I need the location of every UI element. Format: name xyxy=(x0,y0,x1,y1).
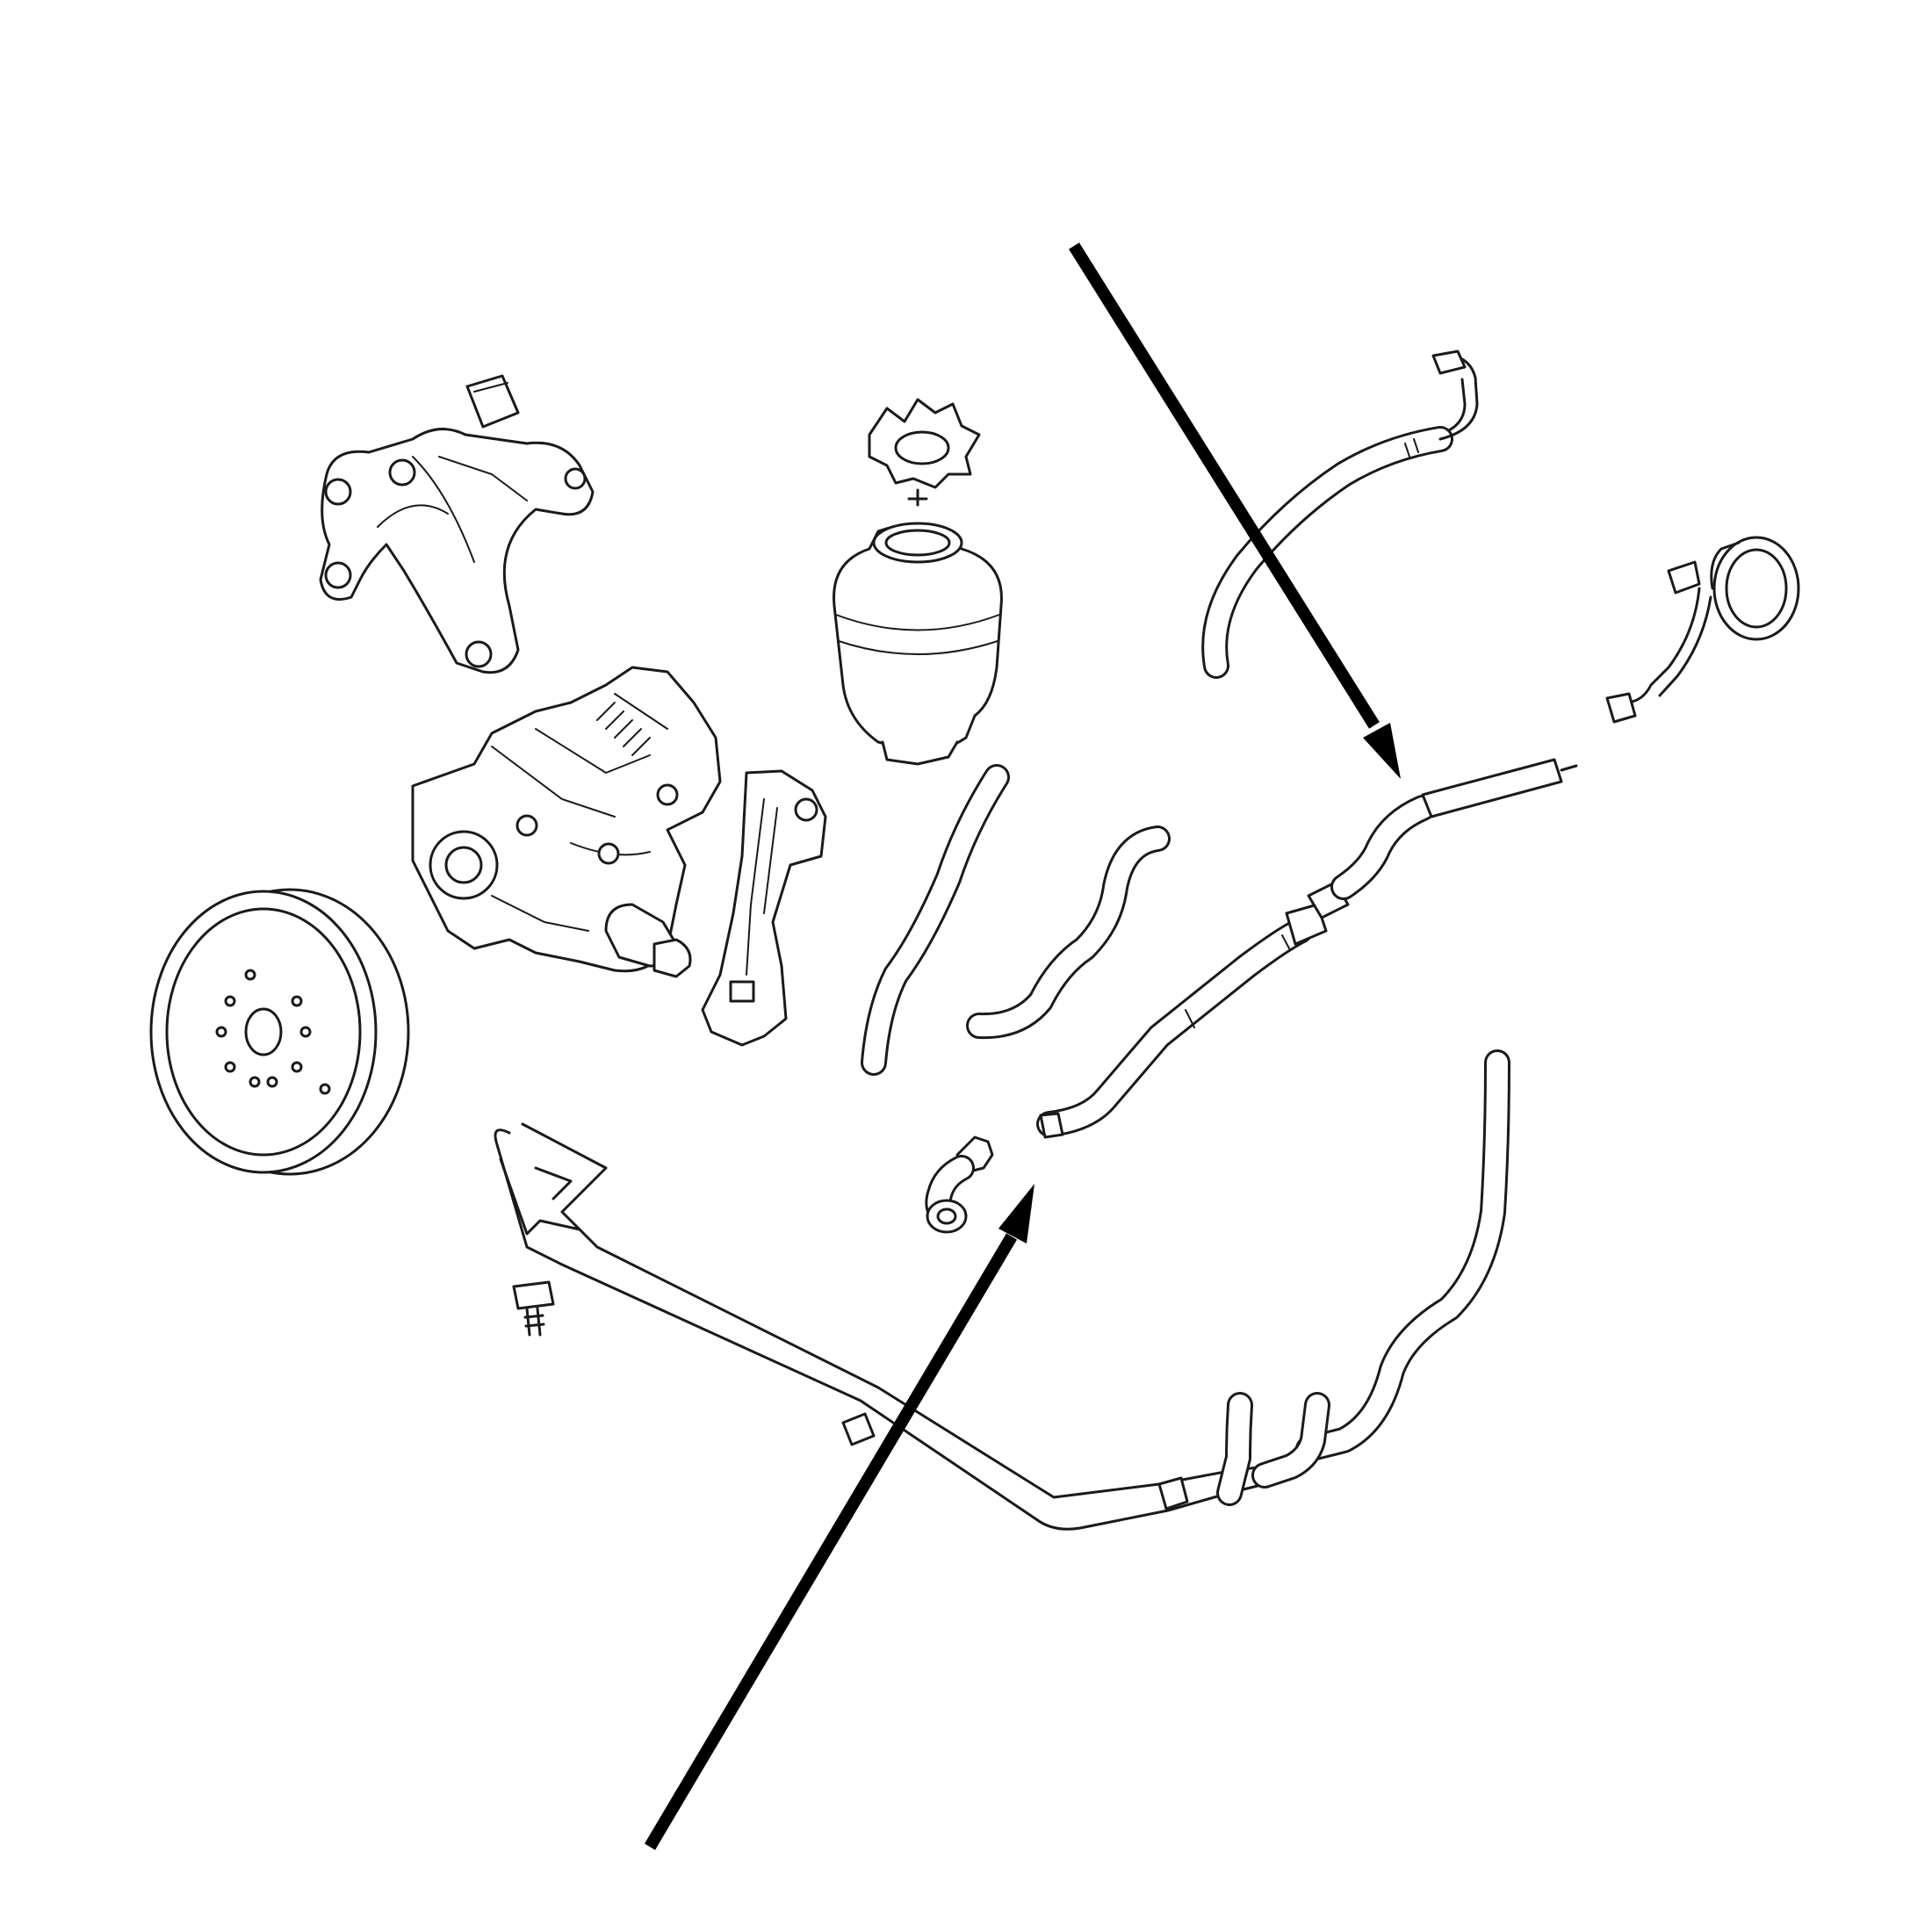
return-pipe-assembly xyxy=(494,1122,1330,1531)
reservoir-cap xyxy=(868,398,981,507)
suction-hose-s xyxy=(966,825,1171,1040)
return-hose-right xyxy=(1295,1049,1510,1462)
bolt-top xyxy=(465,374,520,429)
pump-pulley xyxy=(149,888,410,1176)
pressure-hose xyxy=(1036,758,1578,1139)
return-line-top xyxy=(1201,350,1479,679)
cooler-loop-line xyxy=(1605,536,1800,724)
pump-bracket xyxy=(319,428,595,674)
fluid-reservoir xyxy=(833,522,1003,766)
support-bracket xyxy=(701,769,827,1047)
arrow-to-pressure-hose xyxy=(1069,242,1401,779)
banjo-fitting xyxy=(925,1135,994,1234)
suction-hose-short xyxy=(861,764,1010,1076)
power-steering-pump xyxy=(411,666,722,978)
arrow-to-hose-fitting xyxy=(644,1184,1034,1850)
bolt-bottom xyxy=(512,1280,555,1337)
